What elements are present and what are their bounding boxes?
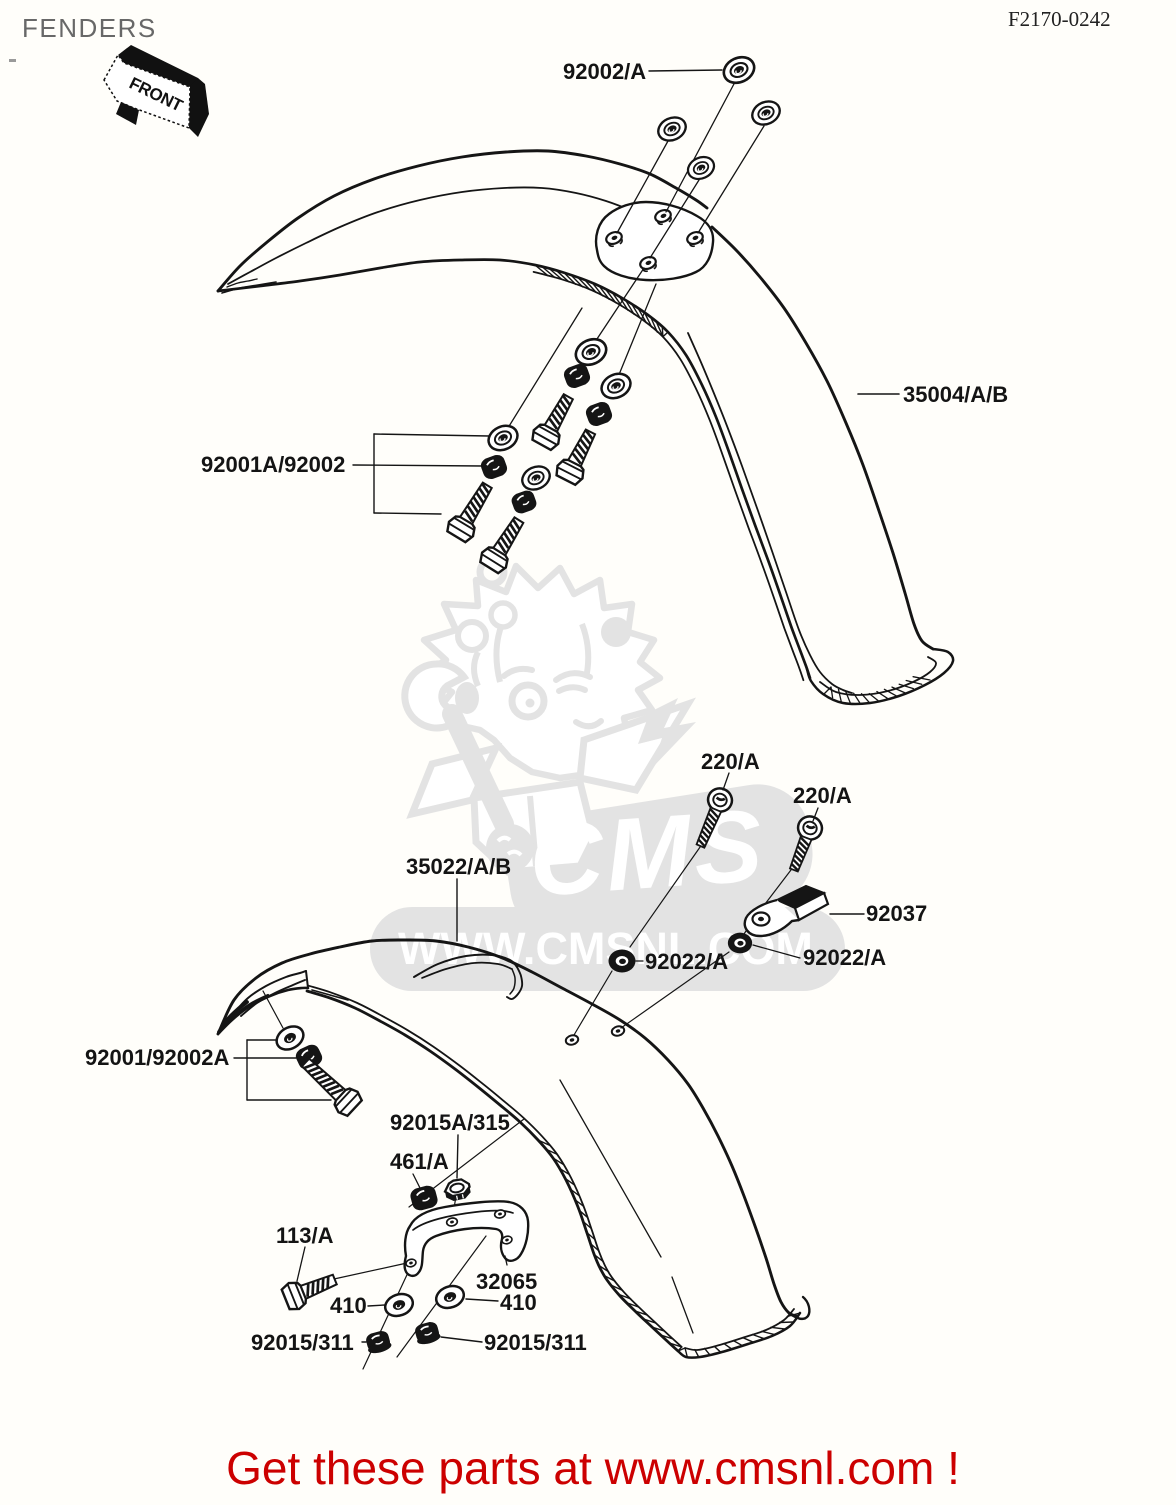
svg-text:92037: 92037	[866, 901, 927, 926]
svg-text:461/A: 461/A	[390, 1149, 449, 1174]
svg-text:FENDERS: FENDERS	[22, 13, 157, 43]
svg-text:35022/A/B: 35022/A/B	[406, 854, 511, 879]
svg-text:92022/A: 92022/A	[803, 945, 886, 970]
svg-text:F2170-0242: F2170-0242	[1008, 7, 1111, 31]
svg-text:92015A/315: 92015A/315	[390, 1110, 510, 1135]
svg-text:Get these parts at www.cmsnl.c: Get these parts at www.cmsnl.com !	[226, 1442, 960, 1494]
svg-text:92015/311: 92015/311	[251, 1330, 354, 1355]
svg-text:92022/A: 92022/A	[645, 949, 728, 974]
svg-text:35004/A/B: 35004/A/B	[903, 382, 1008, 407]
svg-text:32065: 32065	[476, 1269, 537, 1294]
svg-text:113/A: 113/A	[276, 1223, 334, 1248]
svg-text:CMS: CMS	[526, 788, 769, 918]
svg-text:92001/92002A: 92001/92002A	[85, 1045, 229, 1070]
svg-text:410: 410	[500, 1290, 537, 1315]
svg-text:92002/A: 92002/A	[563, 59, 646, 84]
svg-text:92001A/92002: 92001A/92002	[201, 452, 345, 477]
svg-text:220/A: 220/A	[793, 783, 852, 808]
svg-text:92015/311: 92015/311	[484, 1330, 587, 1355]
svg-text:410: 410	[330, 1293, 367, 1318]
svg-text:220/A: 220/A	[701, 749, 760, 774]
